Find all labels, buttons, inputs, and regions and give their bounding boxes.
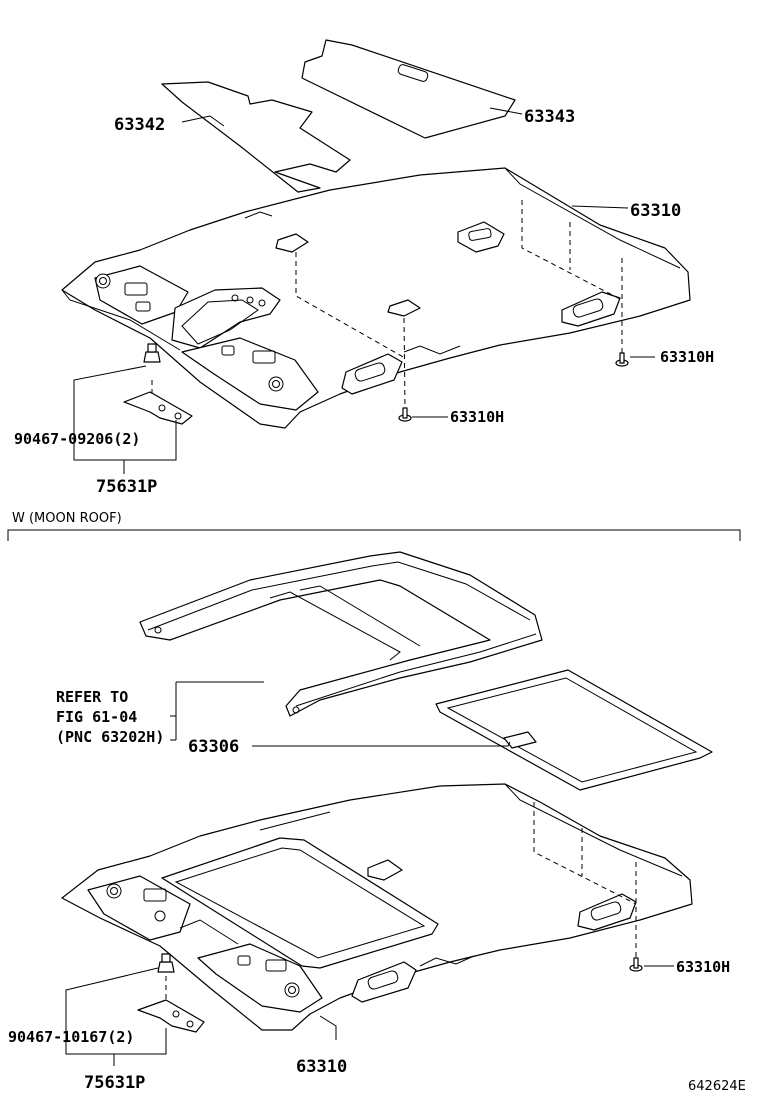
sunshade-63306 xyxy=(435,669,713,791)
label-63342: 63342 xyxy=(114,115,165,135)
label-63310h-center: 63310H xyxy=(450,408,504,426)
screw-90467-09206 xyxy=(143,343,161,363)
label-63343: 63343 xyxy=(524,107,575,127)
bottom-leader-lines xyxy=(65,681,674,1066)
label-63306: 63306 xyxy=(188,737,239,757)
label-63310h-right: 63310H xyxy=(660,348,714,366)
sunroof-frame xyxy=(139,551,543,717)
label-90467-10167: 90467-10167(2) xyxy=(8,1028,134,1046)
label-90467-09206: 90467-09206(2) xyxy=(14,430,140,448)
label-63310h-bottom: 63310H xyxy=(676,958,730,976)
bracket-75631p-top xyxy=(123,391,193,425)
label-75631p-bottom: 75631P xyxy=(84,1073,145,1093)
figure-code: 642624E xyxy=(688,1079,746,1094)
clip-63310h-right xyxy=(615,352,629,367)
clip-63310h-bottom xyxy=(629,957,643,972)
silencer-pad-63342 xyxy=(161,81,351,193)
silencer-pad-63343 xyxy=(301,39,516,139)
section-title: W (MOON ROOF) xyxy=(12,511,122,526)
clip-63310h-center xyxy=(398,407,412,422)
bracket-75631p-bottom xyxy=(137,999,205,1033)
label-63310-bottom: 63310 xyxy=(296,1057,347,1077)
label-75631p-top: 75631P xyxy=(96,477,157,497)
label-refer-to: REFER TO xyxy=(56,688,128,706)
headliner-63310-top xyxy=(61,167,691,429)
section-bracket xyxy=(7,529,741,541)
label-refer-pnc: (PNC 63202H) xyxy=(56,728,164,746)
screw-90467-10167 xyxy=(157,953,175,973)
top-leader-lines xyxy=(73,107,655,474)
headliner-63310-bottom xyxy=(61,783,693,1031)
label-63310: 63310 xyxy=(630,201,681,221)
label-refer-fig: FIG 61-04 xyxy=(56,708,137,726)
